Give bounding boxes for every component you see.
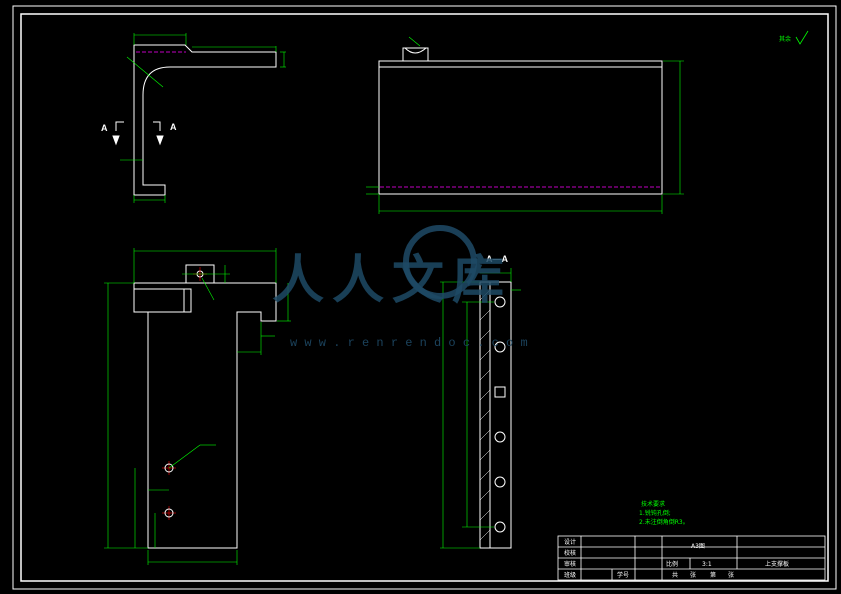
watermark-logo xyxy=(403,225,477,299)
title-block xyxy=(557,535,826,581)
surface-roughness-icon xyxy=(795,30,809,45)
tb-scale-label: 比例 xyxy=(666,560,678,568)
hole-2 xyxy=(164,508,174,518)
section-cut-marks xyxy=(112,121,164,146)
section-view xyxy=(479,281,512,549)
section-label: A—A xyxy=(486,254,508,264)
tech-req-item-1: 1.锐钝孔倒; xyxy=(639,509,671,517)
tb-student-no: 学号 xyxy=(617,571,629,579)
inner-border xyxy=(20,13,829,582)
section-mark-left: A xyxy=(101,123,108,133)
section-mark-right: A xyxy=(170,122,177,132)
tb-sig-4: 张 xyxy=(728,571,734,579)
tb-sig-2: 张 xyxy=(690,571,696,579)
tb-drawing-no: A3图 xyxy=(691,543,705,550)
side-dimensions xyxy=(366,36,684,214)
tb-row-design: 设计 xyxy=(564,538,576,546)
section-hatch xyxy=(479,289,491,541)
tb-sig-1: 共 xyxy=(672,571,678,579)
tb-row-review: 审核 xyxy=(564,560,576,568)
tb-row-class: 班级 xyxy=(564,571,576,579)
front-dimensions xyxy=(120,33,286,203)
side-view xyxy=(378,47,663,195)
main-dimensions xyxy=(104,248,291,565)
hole-1 xyxy=(164,463,174,473)
tb-part-name: 上支撑板 xyxy=(765,560,789,568)
tech-req-title: 技术要求 xyxy=(641,500,665,508)
tb-scale-value: 3:1 xyxy=(702,561,712,568)
tech-req-item-2: 2.未注倒角倒R3。 xyxy=(639,518,689,526)
main-view xyxy=(133,264,277,549)
tb-sig-3: 第 xyxy=(710,571,716,579)
outer-border xyxy=(12,5,837,590)
watermark-url: w w w . r e n r e n d o c . c o m xyxy=(290,336,528,350)
watermark-text: 人人文库 xyxy=(272,250,512,311)
surface-mark-text: 其余 xyxy=(779,35,791,43)
section-dimensions xyxy=(440,268,521,549)
title-block-text: 设计 校核 审核 班级 学号 A3图 比例 3:1 上支撑板 共 张 第 张 xyxy=(564,538,789,579)
front-view xyxy=(133,44,277,196)
tb-row-check: 校核 xyxy=(564,549,576,557)
section-holes xyxy=(494,296,506,533)
